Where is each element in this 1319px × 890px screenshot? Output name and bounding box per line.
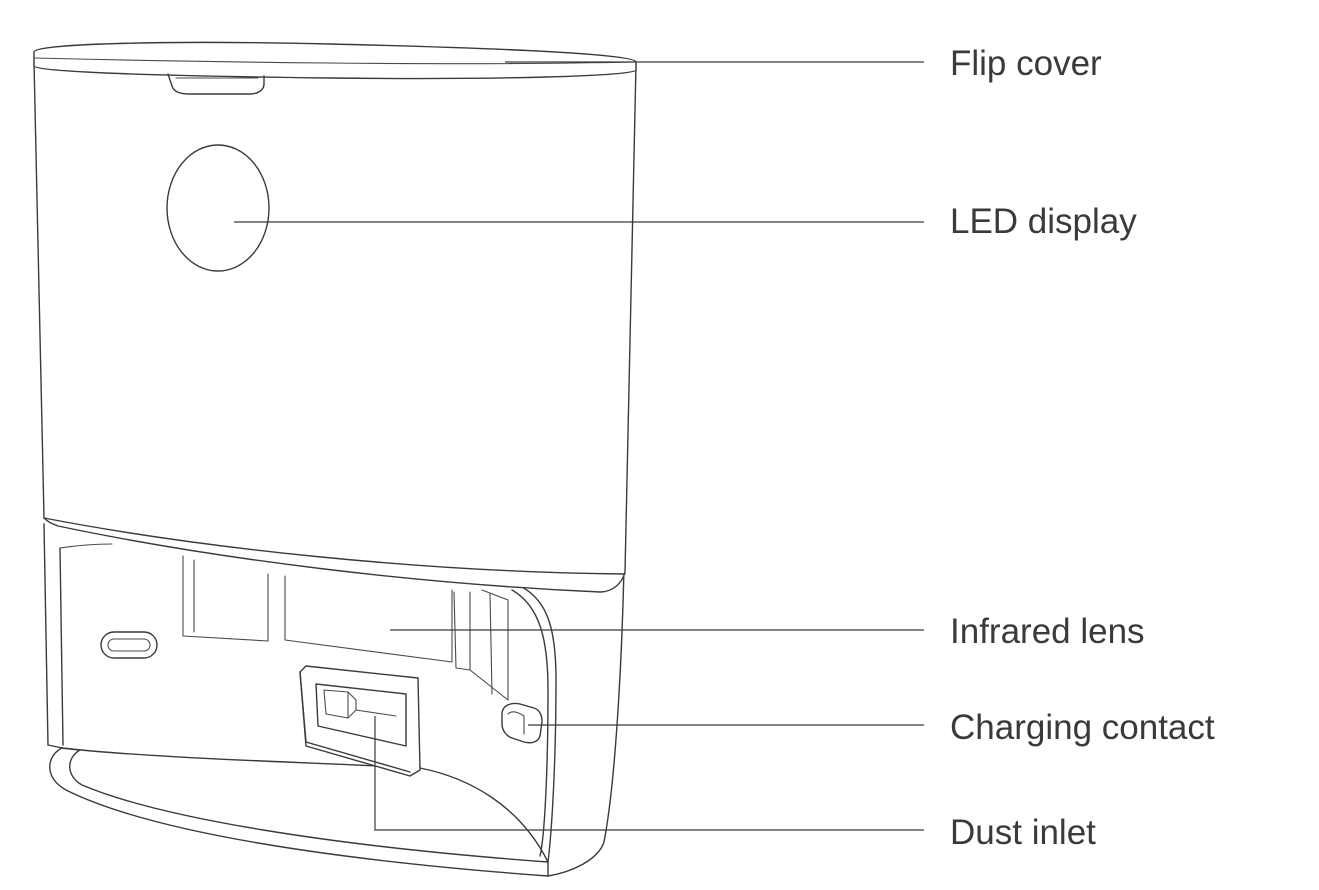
dock-lower-body [43,499,626,877]
label-flip-cover: Flip cover [950,44,1102,83]
dust-inlet [299,665,421,777]
flip-cover [33,41,637,95]
leader-lines [234,61,924,831]
led-display [166,144,270,272]
leader-dust-inlet [374,716,924,831]
label-dust-inlet: Dust inlet [950,813,1096,852]
label-infrared-lens: Infrared lens [950,612,1145,651]
dock-housing [33,61,637,593]
side-slot [100,631,158,659]
label-led-display: LED display [950,202,1137,241]
charging-contact [501,702,543,744]
label-charging-contact: Charging contact [950,708,1215,747]
base-plate [49,747,549,877]
